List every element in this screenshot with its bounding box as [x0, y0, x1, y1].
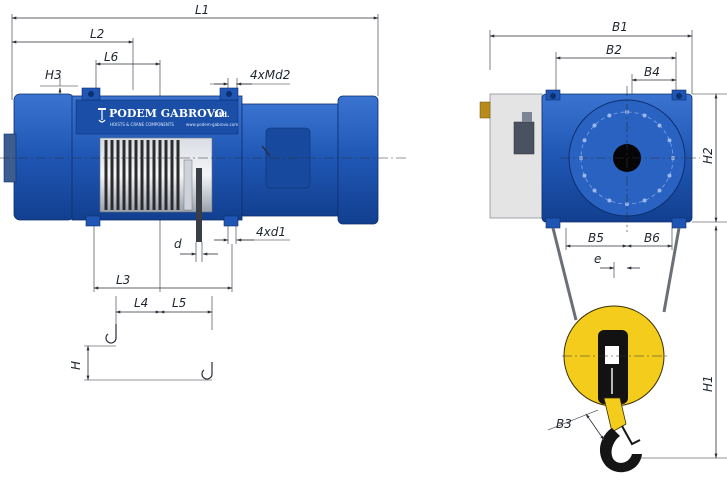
label-L3: L3	[116, 273, 130, 287]
control-panel	[489, 93, 543, 219]
rope-right	[662, 227, 681, 313]
dim-B5-B6: B5 B6	[565, 228, 673, 250]
bottom-lug-left	[85, 215, 101, 227]
label-B1: B1	[612, 20, 628, 34]
label-B5: B5	[588, 231, 604, 245]
panel-connector	[479, 101, 491, 119]
hook-symbol-right	[201, 362, 213, 380]
rope-guide	[183, 159, 193, 211]
brand-suffix: Ltd.	[214, 110, 230, 119]
label-H: H	[69, 361, 83, 370]
dim-H: H	[69, 345, 212, 381]
brake-motor	[337, 95, 379, 225]
dim-4xMd2: 4xMd2	[210, 68, 290, 94]
dim-d: d	[174, 237, 218, 262]
cable-entry	[261, 145, 271, 157]
label-B4: B4	[644, 65, 660, 79]
rope-windings	[104, 140, 180, 210]
lug-bolt	[676, 93, 682, 99]
label-4xd1: 4xd1	[256, 225, 286, 239]
rope-left	[551, 227, 578, 321]
hook-block-plate	[598, 330, 628, 404]
capacity-label	[605, 346, 619, 364]
bottom-lug-right	[223, 215, 239, 227]
dim-L4-L5: L4 L5	[115, 296, 213, 332]
brand-web: www.podem-gabrovo.com	[186, 122, 238, 127]
label-L2: L2	[90, 27, 104, 41]
label-H2: H2	[701, 147, 715, 164]
label-d: d	[174, 237, 182, 251]
hook-shank	[603, 397, 627, 433]
label-B2: B2	[606, 43, 622, 57]
label-L1: L1	[195, 3, 209, 17]
label-L6: L6	[104, 50, 119, 64]
brand-tagline: HOISTS & CRANE COMPONENTS	[110, 122, 174, 127]
dim-L3: L3	[93, 226, 233, 292]
dim-B1: B1	[489, 20, 693, 38]
label-B6: B6	[644, 231, 660, 245]
dim-e: e	[594, 252, 640, 278]
hook	[599, 428, 642, 473]
brand-logo-icon	[98, 108, 106, 123]
dim-B3: B3	[547, 409, 605, 441]
end-view: B1 B2 B4	[479, 20, 727, 473]
motor-housing	[13, 93, 75, 221]
dim-L2: L2	[11, 27, 134, 44]
lug-bolt	[226, 91, 232, 97]
dim-4xd1: 4xd1	[214, 225, 290, 244]
label-L4: L4	[134, 296, 148, 310]
label-B3: B3	[556, 417, 572, 431]
dim-B2: B2	[555, 43, 677, 60]
dim-L6: L6	[95, 50, 161, 66]
label-H1: H1	[701, 375, 715, 392]
dim-H3: H3	[40, 68, 78, 99]
panel-switch	[522, 112, 532, 122]
end-lug-bottom-right	[671, 217, 687, 229]
rope-guide-bar	[196, 168, 202, 242]
label-H3: H3	[45, 68, 62, 82]
lug-bolt	[550, 93, 556, 99]
lug-bolt	[88, 91, 94, 97]
dim-B4: B4	[631, 65, 677, 82]
dim-H2: H2	[692, 93, 727, 223]
hook-symbol-left	[105, 324, 117, 344]
hook-latch	[621, 425, 641, 446]
dim-L1: L1	[11, 3, 379, 20]
dim-H1: H1	[640, 225, 727, 459]
label-L5: L5	[172, 296, 186, 310]
side-view: L1 L2 L6 H3 4xMd2	[0, 3, 408, 381]
flange-bolts	[579, 110, 675, 206]
panel-gland	[513, 121, 535, 155]
label-e: e	[594, 252, 601, 266]
label-4xMd2: 4xMd2	[250, 68, 290, 82]
end-lug-bottom-left	[545, 217, 561, 229]
brand-plate	[75, 99, 239, 135]
brand-name: PODEM GABROVO	[109, 107, 225, 120]
